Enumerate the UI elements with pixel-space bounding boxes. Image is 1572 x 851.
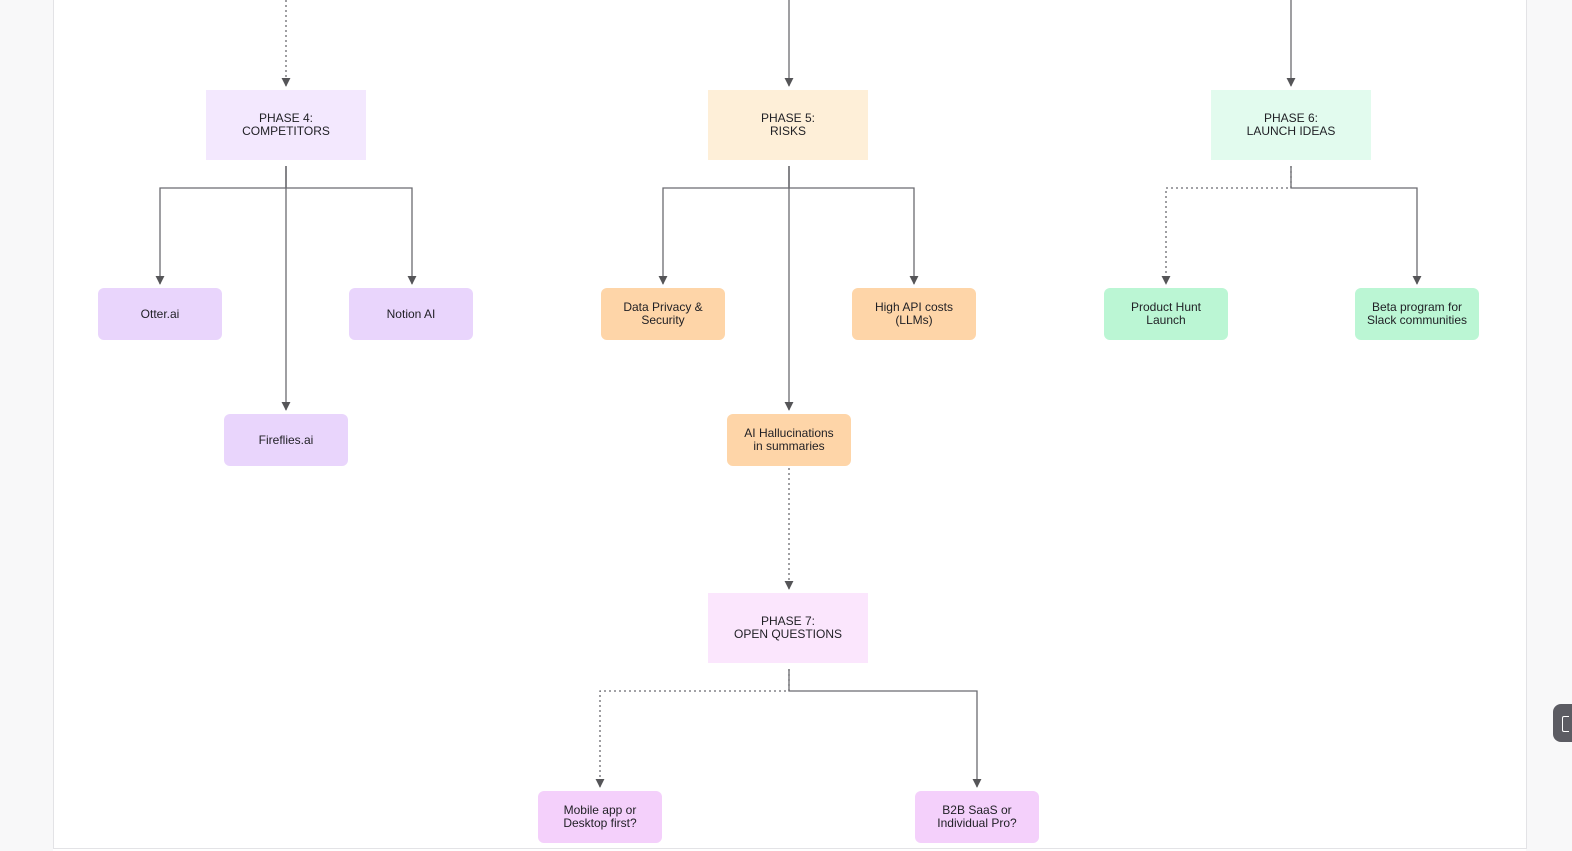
phase4-competitors-node[interactable]: PHASE 4: COMPETITORS [206,90,366,160]
product-hunt-node[interactable]: Product Hunt Launch [1104,288,1228,340]
connector-phase6-producthunt [1161,166,1292,285]
panel-toggle-icon [1562,716,1569,732]
otter-ai-node[interactable]: Otter.ai [98,288,222,340]
notion-ai-node[interactable]: Notion AI [349,288,473,340]
connector-phase4-notion [285,166,417,285]
side-panel-handle[interactable] [1553,704,1572,742]
workspace-margin-left [0,0,53,851]
phase5-risks-node[interactable]: PHASE 5: RISKS [708,90,868,160]
phase6-launch-ideas-node[interactable]: PHASE 6: LAUNCH IDEAS [1211,90,1371,160]
connector-phase5-api [788,166,919,285]
high-api-costs-node[interactable]: High API costs (LLMs) [852,288,976,340]
b2b-pro-node[interactable]: B2B SaaS or Individual Pro? [915,791,1039,843]
connector-phase7-mobile [595,669,790,788]
mobile-desktop-node[interactable]: Mobile app or Desktop first? [538,791,662,843]
connector-phase6-beta [1290,166,1422,285]
beta-program-node[interactable]: Beta program for Slack communities [1355,288,1479,340]
connector-phase5-privacy [658,166,790,285]
connector-phase7-b2b [788,669,982,788]
phase7-open-questions-node[interactable]: PHASE 7: OPEN QUESTIONS [708,593,868,663]
fireflies-ai-node[interactable]: Fireflies.ai [224,414,348,466]
data-privacy-node[interactable]: Data Privacy & Security [601,288,725,340]
ai-hallucinations-node[interactable]: AI Hallucinations in summaries [727,414,851,466]
connector-phase4-otter [155,166,287,285]
